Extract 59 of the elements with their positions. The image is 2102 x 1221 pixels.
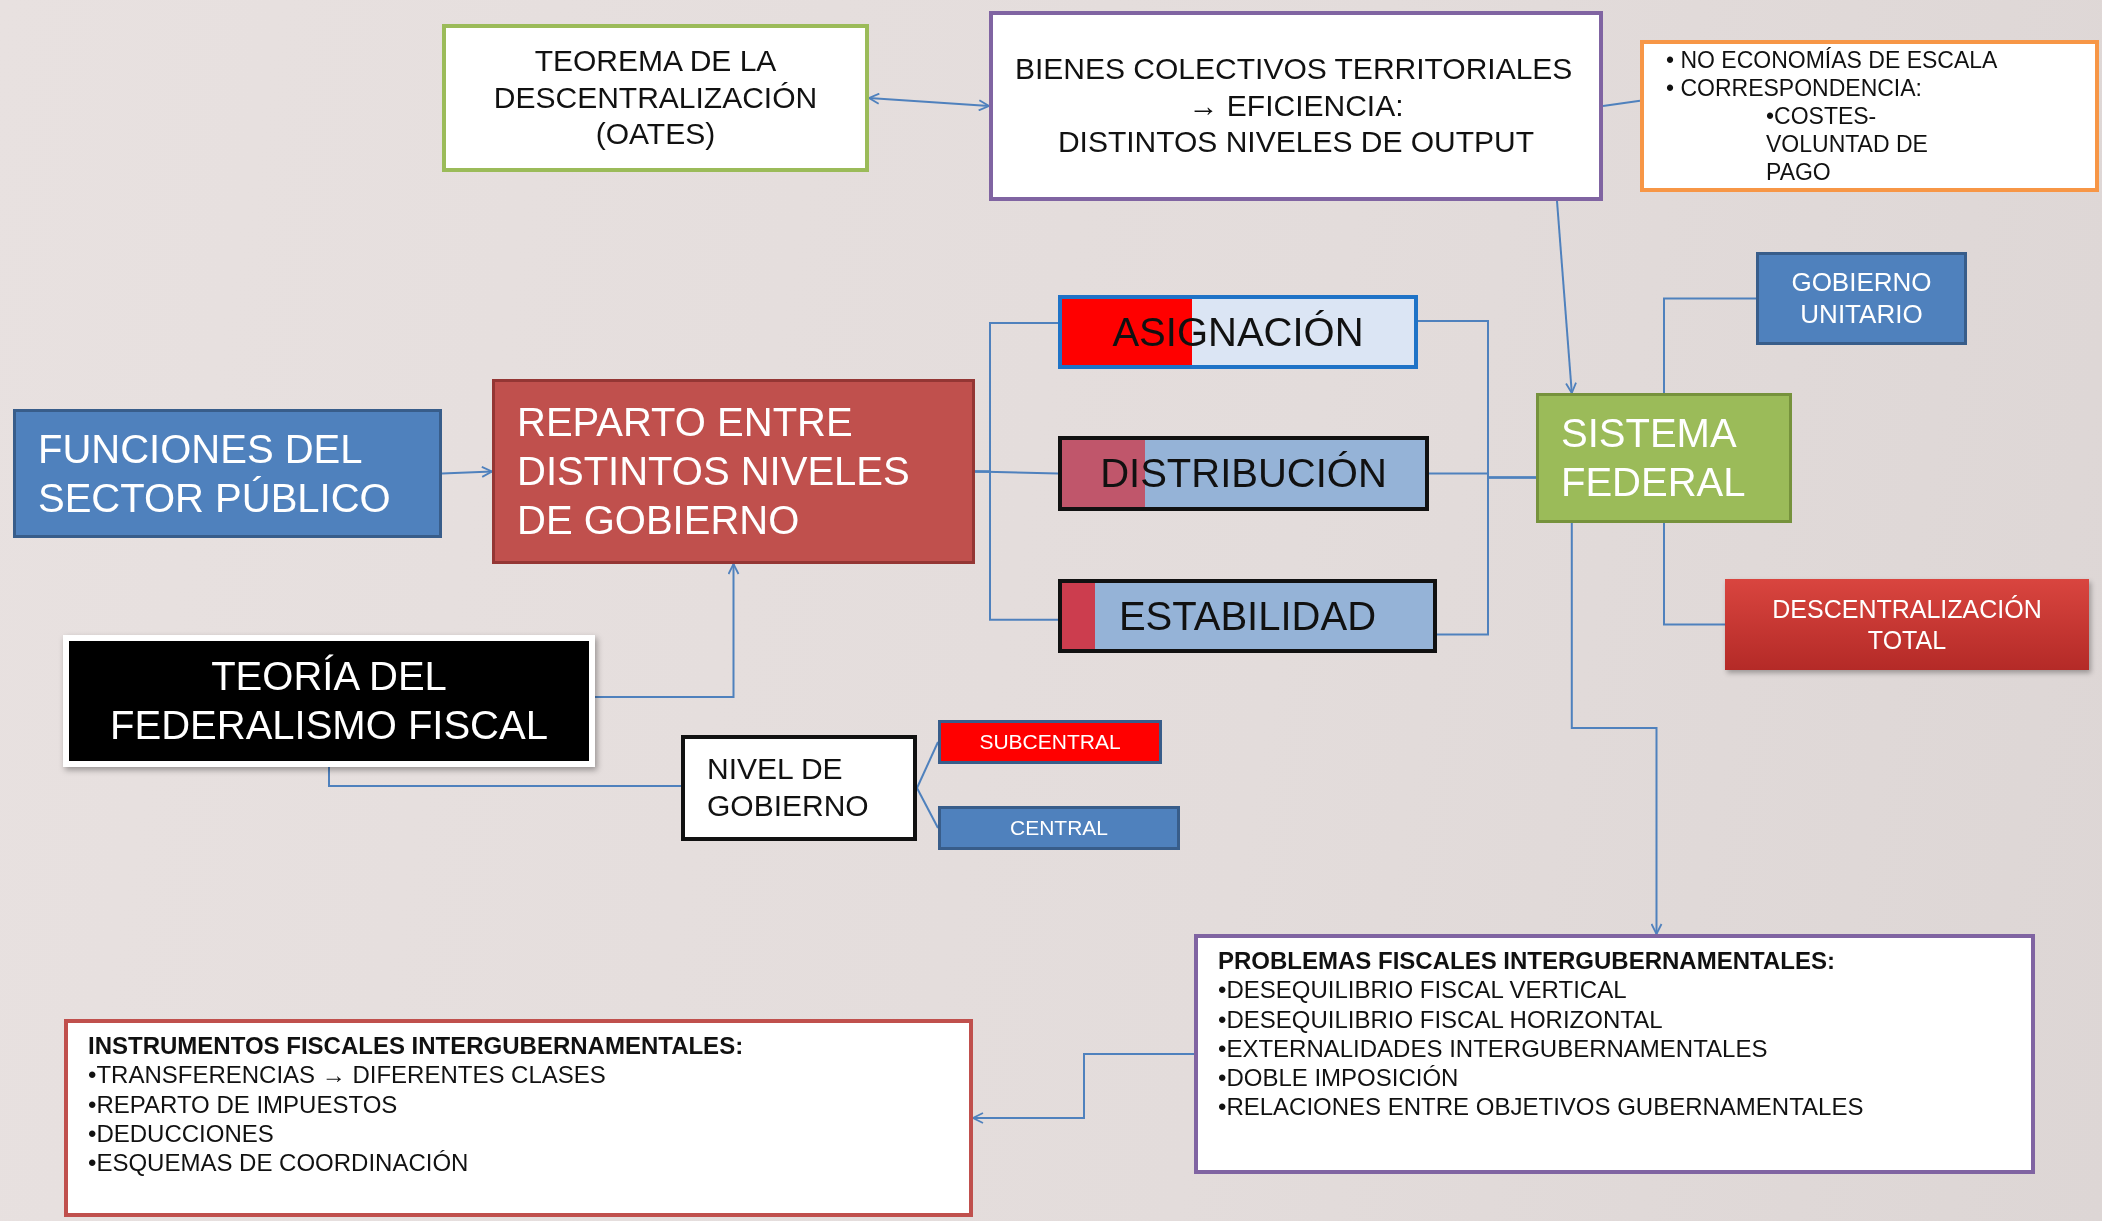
arrow: [972, 1053, 1195, 1124]
level-box: [938, 806, 1180, 850]
node-label: DISTRIBUCIÓN: [1099, 450, 1388, 498]
list-item: •DESEQUILIBRIO FISCAL VERTICAL: [1218, 975, 1628, 1005]
connector-line: [1663, 297, 1757, 394]
node-label: REPARTO ENTRE DISTINTOS NIVELES DE GOBIERNO: [517, 399, 911, 544]
connector-line: [1663, 522, 1726, 626]
concept-box: [442, 24, 869, 172]
arrow: [868, 92, 990, 112]
concept-box: [681, 735, 917, 841]
node-label: BIENES COLECTIVOS TERRITORIALES: [1015, 51, 1574, 88]
function-bar: [1058, 579, 1437, 653]
list-item: •DOBLE IMPOSICIÓN: [1218, 1063, 1460, 1093]
list-box: [1194, 934, 2035, 1174]
arrow: [1556, 200, 1577, 394]
node-label: TEORÍA DEL FEDERALISMO FISCAL: [109, 653, 549, 749]
function-bar: [1058, 436, 1429, 511]
list-item: •ESQUEMAS DE COORDINACIÓN: [88, 1148, 470, 1178]
connector-line: [974, 470, 1059, 621]
list-item: •COSTES-VOLUNTAD DE PAGO: [1765, 102, 1929, 187]
connector-line: [1602, 99, 1641, 107]
connector-line: [916, 787, 939, 829]
connector-line: [328, 766, 682, 787]
connector-line: [1436, 476, 1537, 636]
arrow: [1570, 522, 1663, 935]
node-label: CENTRAL: [1009, 815, 1109, 841]
process-box: [13, 409, 442, 538]
arrow: [594, 563, 740, 698]
title-box: [63, 635, 595, 767]
list-item: •TRANSFERENCIAS → DIFERENTES CLASES: [88, 1060, 607, 1090]
note-box: [1640, 40, 2099, 192]
node-label: SUBCENTRAL: [978, 729, 1122, 755]
option-box: [1756, 252, 1967, 345]
node-label: DESCENTRALIZACIÓN TOTAL: [1771, 594, 2043, 655]
node-label: NIVEL DE GOBIERNO: [707, 751, 870, 824]
process-box: [492, 379, 975, 564]
process-box: [1536, 393, 1792, 523]
arrow: [441, 466, 493, 478]
node-label: SISTEMA FEDERAL: [1561, 410, 1747, 506]
list-item: •REPARTO DE IMPUESTOS: [88, 1089, 399, 1119]
option-box: [1725, 579, 2089, 670]
node-label: DISTINTOS NIVELES DE OUTPUT: [1056, 124, 1536, 161]
list-item: • NO ECONOMÍAS DE ESCALA: [1666, 45, 1999, 74]
list-item: •EXTERNALIDADES INTERGUBERNAMENTALES: [1218, 1033, 1769, 1064]
node-label: GOBIERNO UNITARIO: [1790, 266, 1933, 331]
connector-line: [916, 741, 939, 789]
list-heading: INSTRUMENTOS FISCALES INTERGUBERNAMENTALES:: [88, 1031, 745, 1061]
node-label: ESTABILIDAD: [1117, 592, 1378, 640]
node-label: TEOREMA DE LA DESCENTRALIZACIÓN (OATES): [492, 43, 819, 153]
list-heading: PROBLEMAS FISCALES INTERGUBERNAMENTALES:: [1218, 946, 1836, 976]
node-label: → EFICIENCIA:: [1187, 87, 1405, 124]
list-item: •RELACIONES ENTRE OBJETIVOS GUBERNAMENTALES: [1218, 1092, 1865, 1122]
level-box: [938, 720, 1162, 764]
list-box: [64, 1019, 973, 1217]
list-item: •DEDUCCIONES: [88, 1118, 275, 1149]
list-item: •DESEQUILIBRIO FISCAL HORIZONTAL: [1218, 1004, 1664, 1034]
list-item: • CORRESPONDENCIA:: [1666, 73, 1923, 102]
concept-box: [989, 11, 1603, 201]
node-label: FUNCIONES DEL SECTOR PÚBLICO: [38, 425, 392, 522]
